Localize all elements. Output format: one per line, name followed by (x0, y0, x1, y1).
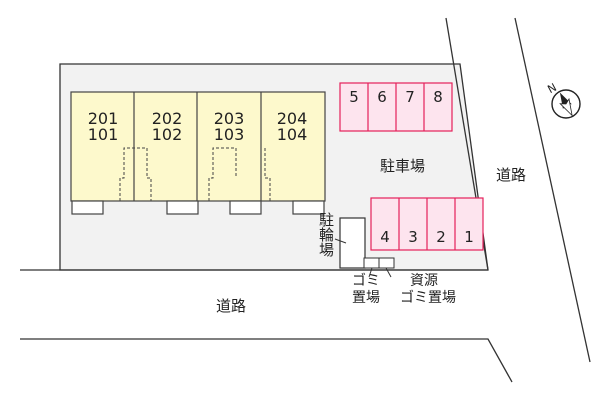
bicycle-parking-label: 駐輪場 (316, 212, 335, 257)
parking-number: 2 (436, 228, 446, 246)
parking-number: 5 (349, 88, 359, 106)
garbage-leader (368, 267, 373, 278)
balcony (71, 200, 104, 215)
balcony (229, 200, 262, 215)
bicycle-leader (334, 238, 347, 244)
recycling-station (378, 257, 395, 269)
bicycle-parking-area (339, 217, 366, 269)
parking-bottom-row (370, 197, 484, 251)
recycling-leader (385, 267, 392, 278)
road-edge-right-outer (514, 17, 591, 363)
stair-outline (264, 148, 271, 201)
parking-number: 8 (433, 88, 443, 106)
parking-number: 6 (377, 88, 387, 106)
parking-number: 3 (408, 228, 418, 246)
recycling-label: 資源 ゴミ置場 (400, 273, 456, 306)
road-label-bottom: 道路 (216, 297, 247, 315)
parking-number: 4 (380, 228, 390, 246)
garbage-station (363, 257, 380, 269)
parking-top-row (339, 82, 453, 132)
compass-icon (551, 89, 581, 119)
bicycle-parking-text: 駐輪場 (317, 212, 335, 257)
building (70, 91, 326, 202)
road-label-right: 道路 (496, 166, 527, 184)
parking-number: 1 (464, 228, 474, 246)
parking-number: 7 (405, 88, 415, 106)
balcony (292, 200, 325, 215)
parking-label: 駐車場 (380, 157, 426, 175)
balcony (166, 200, 199, 215)
stair-outline (208, 147, 237, 201)
garbage-label: ゴミ 置場 (352, 273, 380, 306)
road-edge-bottom (20, 338, 513, 383)
